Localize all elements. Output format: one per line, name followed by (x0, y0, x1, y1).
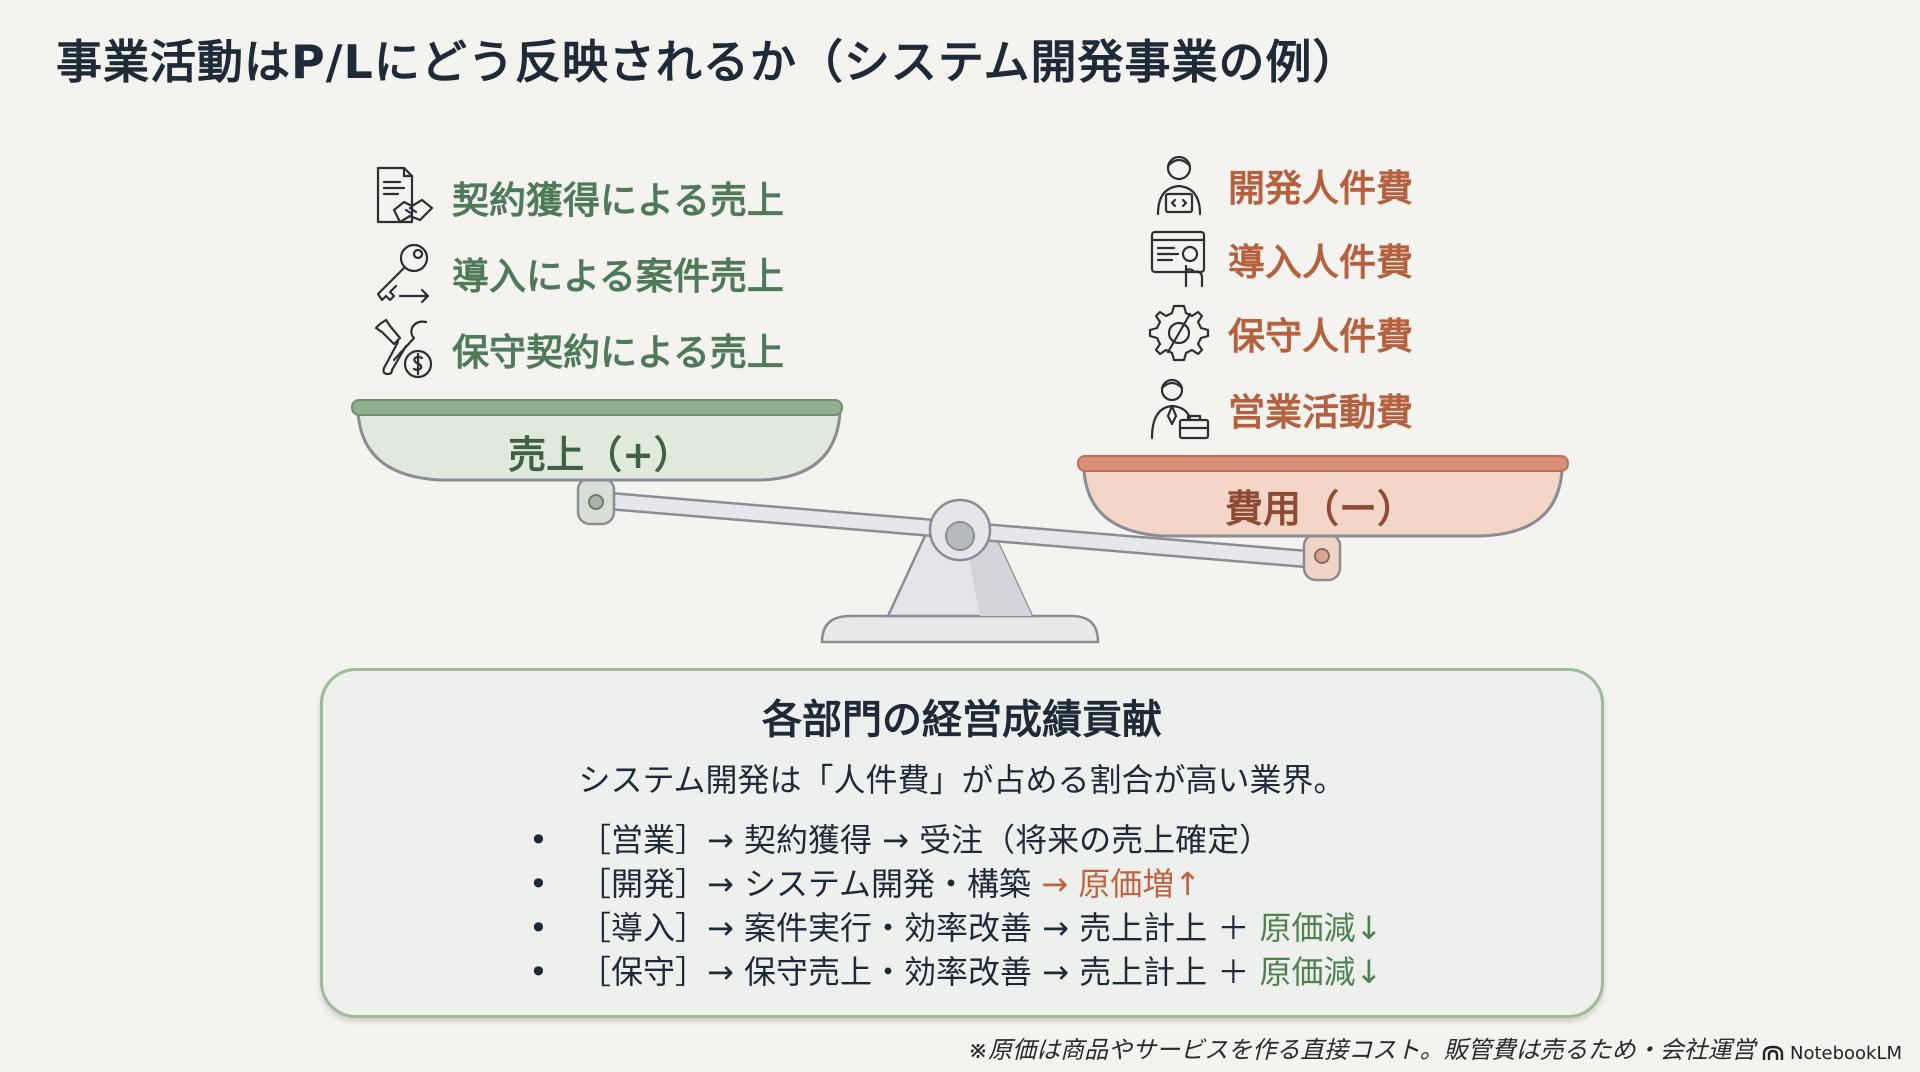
bullet-accent-cost-up: → 原価増↑ (1041, 865, 1202, 903)
cost-item-label: 導入人件費 (1228, 241, 1413, 284)
revenue-pan (351, 399, 843, 482)
footnote: ※原価は商品やサービスを作る直接コスト。販管費は売るため・会社運営 (968, 1036, 1756, 1064)
panel-subtitle: システム開発は「人件費」が占める割合が高い業界。 (578, 761, 1346, 799)
bullet-item: • ［保守］→ 保守売上・効率改善 → 売上計上 ＋ 原価減↓ (529, 947, 1382, 993)
salesperson-briefcase-icon (1146, 376, 1212, 442)
revenue-item: 導入による案件売上 (370, 240, 784, 306)
page-title: 事業活動はP/Lにどう反映されるか（システム開発事業の例） (56, 35, 1360, 89)
cost-pan (1077, 455, 1569, 538)
revenue-item-label: 保守契約による売上 (452, 331, 784, 374)
bullet-text: ［営業］→ 契約獲得 → 受注（将来の売上確定） (579, 821, 1272, 859)
bullet-text: ［保守］→ 保守売上・効率改善 → 売上計上 ＋ (579, 953, 1260, 991)
bullet-text: ［導入］→ 案件実行・効率改善 → 売上計上 ＋ (579, 909, 1260, 947)
contract-handshake-icon (370, 164, 436, 230)
contribution-panel: 各部門の経営成績貢献 システム開発は「人件費」が占める割合が高い業界。 • ［営業… (320, 668, 1604, 1018)
bullet-dot: • (529, 909, 548, 947)
key-arrow-icon (370, 240, 436, 306)
bullet-item: • ［営業］→ 契約獲得 → 受注（将来の売上確定） (529, 815, 1271, 861)
bullet-item: • ［開発］→ システム開発・構築 → 原価増↑ (529, 859, 1201, 905)
bullet-item: • ［導入］→ 案件実行・効率改善 → 売上計上 ＋ 原価減↓ (529, 903, 1382, 949)
scale-base (820, 614, 1100, 644)
notebooklm-logo-icon (1762, 1045, 1784, 1060)
panel-title: 各部門の経営成績貢献 (762, 697, 1162, 743)
developer-person-icon (1146, 152, 1212, 218)
cost-item-label: 保守人件費 (1228, 315, 1413, 358)
bullet-accent-cost-down: 原価減↓ (1259, 909, 1383, 947)
gear-wrench-icon (1146, 300, 1212, 366)
bullet-accent-cost-down: 原価減↓ (1259, 953, 1383, 991)
cost-item: 保守人件費 (1146, 300, 1413, 366)
revenue-pan-label: 売上（+） (508, 433, 692, 477)
cost-item: 営業活動費 (1146, 376, 1413, 442)
bullet-dot: • (529, 953, 548, 991)
revenue-item-label: 導入による案件売上 (452, 255, 784, 298)
revenue-item-label: 契約獲得による売上 (452, 179, 784, 222)
notebooklm-badge: NotebookLM (1762, 1034, 1920, 1072)
badge-label: NotebookLM (1790, 1042, 1903, 1064)
tools-dollar-icon (370, 316, 436, 382)
cost-item-label: 開発人件費 (1228, 167, 1413, 210)
screen-touch-icon (1146, 226, 1212, 292)
cost-item: 開発人件費 (1146, 152, 1413, 218)
cost-pan-label: 費用（ー） (1224, 487, 1415, 531)
bullet-dot: • (529, 821, 548, 859)
bullet-text: ［開発］→ システム開発・構築 (579, 865, 1042, 903)
cost-item-label: 営業活動費 (1228, 391, 1413, 434)
cost-item: 導入人件費 (1146, 226, 1413, 292)
revenue-item: 保守契約による売上 (370, 316, 784, 382)
revenue-item: 契約獲得による売上 (370, 164, 784, 230)
bullet-dot: • (529, 865, 548, 903)
